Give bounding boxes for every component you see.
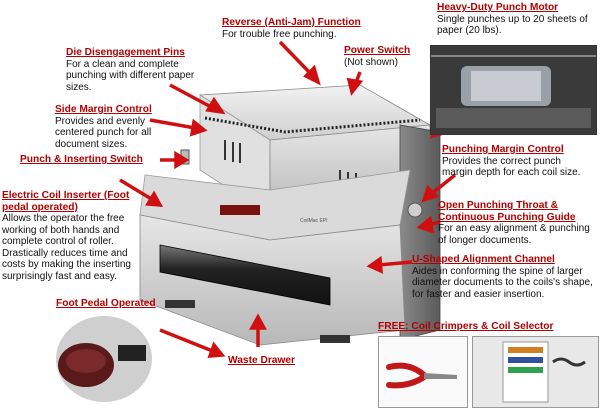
foot-pedal-photo: [56, 315, 152, 402]
callout-punching-throat: Open Punching Throat & Continuous Punchi…: [438, 200, 598, 246]
callout-coil-desc: Allows the operator the free working of …: [2, 213, 131, 282]
motor-photo: [430, 45, 597, 135]
callout-side-desc: Provides and evenly centered punch for a…: [55, 115, 152, 150]
callout-power: Power Switch (Not shown): [344, 45, 424, 68]
callout-throat-desc: For an easy alignment & punching of long…: [438, 223, 590, 246]
callout-punch-switch: Punch & Inserting Switch: [20, 154, 200, 166]
callout-side-title: Side Margin Control: [55, 104, 152, 115]
callout-ushaped-title: U-Shaped Alignment Channel: [412, 254, 555, 265]
margin-knob: [407, 202, 423, 218]
punch-slot-row: [204, 116, 421, 134]
brand-plate: [220, 205, 260, 215]
machine-brand-label: CoilMac EPI: [300, 218, 328, 224]
callout-side-margin: Side Margin Control Provides and evenly …: [55, 104, 183, 150]
callout-reverse-desc: For trouble free punching.: [222, 28, 337, 40]
callout-free-accessories: FREE: Coil Crimpers & Coil Selector: [378, 321, 598, 333]
coil-crimper-photo: [378, 336, 468, 408]
callout-motor-title: Heavy-Duty Punch Motor: [437, 2, 559, 13]
callout-ushaped-desc: Aides in conforming the spine of larger …: [412, 265, 593, 300]
callout-power-title: Power Switch: [344, 45, 411, 56]
callout-die-pins: Die Disengagement Pins For a clean and c…: [66, 47, 206, 93]
callout-coil-title: Electric Coil Inserter (Foot pedal opera…: [2, 190, 130, 213]
callout-reverse-title: Reverse (Anti-Jam) Function: [222, 17, 361, 28]
callout-die-desc: For a clean and complete punching with d…: [66, 58, 195, 93]
callout-margin-desc: Provides the correct punch margin depth …: [442, 155, 581, 179]
callout-punch-title: Punch & Inserting Switch: [20, 154, 143, 165]
callout-coil-inserter: Electric Coil Inserter (Foot pedal opera…: [2, 190, 142, 282]
callout-die-title: Die Disengagement Pins: [66, 47, 185, 58]
callout-throat-title: Open Punching Throat & Continuous Punchi…: [438, 200, 576, 223]
callout-foot-pedal: Foot Pedal Operated: [56, 298, 196, 310]
callout-waste-title: Waste Drawer: [228, 355, 295, 366]
machine-foot-right: [320, 335, 350, 343]
callout-u-channel: U-Shaped Alignment Channel Aides in conf…: [412, 254, 598, 300]
callout-reverse: Reverse (Anti-Jam) Function For trouble …: [222, 17, 412, 40]
callout-foot-title: Foot Pedal Operated: [56, 298, 156, 309]
callout-motor: Heavy-Duty Punch Motor Single punches up…: [437, 2, 597, 37]
machine-foot-left: [165, 300, 195, 308]
coil-roller: [159, 244, 331, 306]
callout-margin-title: Punching Margin Control: [442, 144, 564, 155]
callout-punching-margin: Punching Margin Control Provides the cor…: [442, 144, 592, 179]
callout-motor-desc: Single punches up to 20 sheets of paper …: [437, 13, 588, 37]
callout-free-title: FREE: Coil Crimpers & Coil Selector: [378, 321, 554, 332]
callout-waste-drawer: Waste Drawer: [228, 355, 348, 367]
callout-power-desc: (Not shown): [344, 56, 398, 68]
coil-selector-photo: [472, 336, 599, 408]
